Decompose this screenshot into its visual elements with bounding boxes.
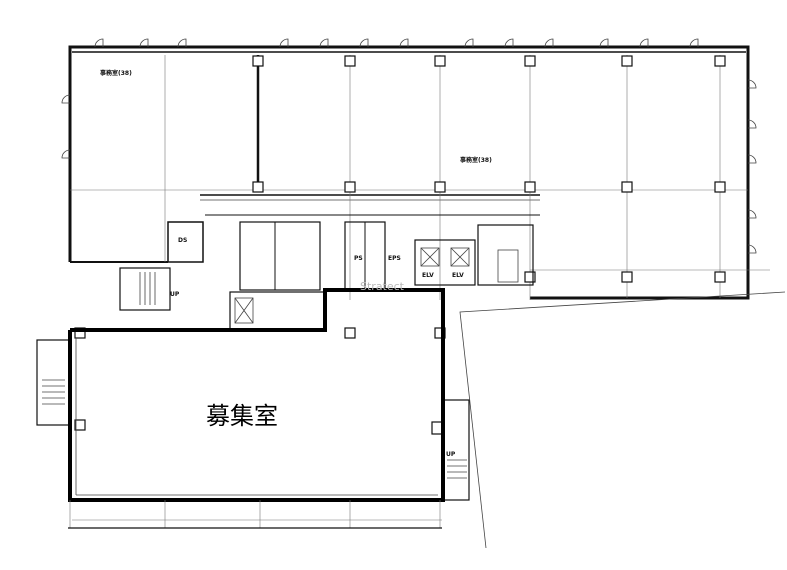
stair-upper-left [119, 267, 171, 311]
watermark: Stratect [360, 280, 405, 293]
room-label-ps: PS [354, 255, 363, 262]
upper-office-walls [68, 45, 750, 300]
stair-label-up-2: UP [446, 451, 456, 458]
room-label-eps: EPS [388, 255, 401, 262]
room-label-elv-1: ELV [422, 272, 434, 279]
columns [74, 55, 726, 435]
room-label-ds: DS [178, 237, 187, 244]
stair-label-up-1: UP [170, 291, 180, 298]
vacant-room-label: 募集室 [206, 402, 278, 430]
structural-grid [70, 55, 770, 521]
site-boundary [459, 291, 786, 549]
room-label-elv-2: ELV [452, 272, 464, 279]
stair-left [36, 339, 71, 426]
office-label-right: 事務室(38) [460, 156, 492, 164]
core-area [167, 214, 540, 331]
office-label-left: 事務室(38) [100, 69, 132, 77]
door-swings [61, 38, 757, 254]
vacant-room-outline [68, 288, 445, 529]
stair-right [443, 399, 470, 501]
